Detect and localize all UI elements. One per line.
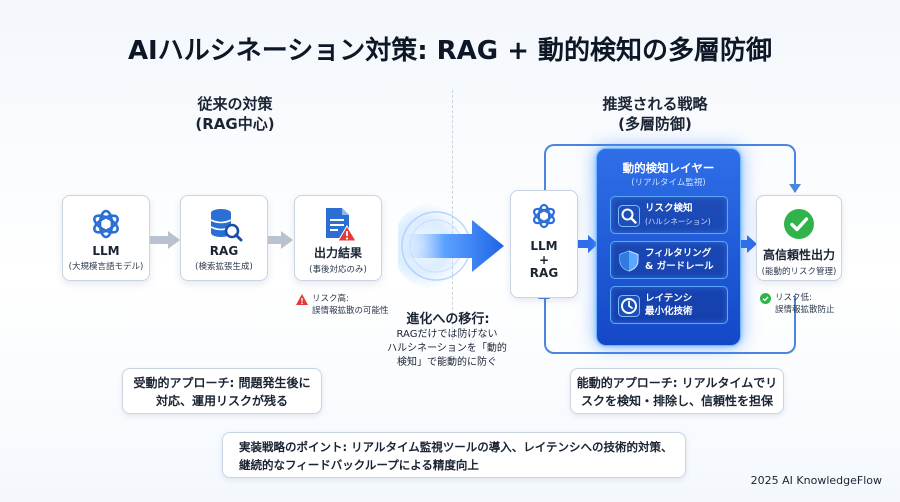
output-sub: (事後対応のみ): [309, 265, 367, 275]
feedback-loop-top: [544, 144, 796, 192]
llm-rag-line3: RAG: [529, 266, 559, 280]
page-title: AIハルシネーション対策: RAG + 動的検知の多層防御: [127, 36, 773, 66]
layer-item-filtering: フィルタリング & ガードレール: [610, 241, 728, 279]
layer-subtitle: (リアルタイム監視): [631, 178, 706, 188]
openai-icon: [532, 203, 556, 229]
reactive-note-line1: 受動的アプローチ: 問題発生後に: [133, 376, 311, 390]
left-section-title: 従来の対策 (RAG中心): [150, 94, 320, 134]
output-label: 出力結果: [313, 246, 362, 260]
risk-high-line1: リスク高:: [312, 294, 349, 304]
transition-arrow: [398, 202, 504, 290]
layer-title: 動的検知レイヤー: [622, 161, 715, 175]
risk-low: リスク低: 誤情報拡散防止: [760, 292, 860, 316]
search-icon: [618, 205, 640, 227]
feedback-loop-top-head: [789, 184, 801, 193]
arrow-llmrag-layer-head: [588, 235, 598, 253]
reactive-note-line2: 対応、運用リスクが残る: [155, 394, 288, 408]
risk-high-line2: 誤情報拡散の可能性: [312, 306, 389, 316]
left-section-title-line1: 従来の対策: [197, 95, 273, 113]
layer-item-latency: レイテンシ 最小化技術: [610, 286, 728, 324]
output-card: 出力結果 (事後対応のみ): [294, 195, 382, 281]
layer-item-label2: 最小化技術: [645, 306, 693, 317]
implementation-points: 実装戦略のポイント: リアルタイム監視ツールの導入、レイテンシへの技術的対策、 …: [222, 432, 686, 478]
openai-icon: [93, 209, 119, 239]
layer-item-label: リスク検知: [645, 203, 693, 214]
arrow-llmrag-layer: [578, 240, 592, 248]
warning-icon: [296, 294, 308, 305]
arrow-llm-rag: [150, 236, 170, 244]
rag-sub: (検索拡張生成): [195, 262, 253, 272]
layer-item-label: フィルタリング: [645, 248, 712, 259]
evolution-line1: RAGだけでは防げない: [396, 329, 498, 340]
left-section-title-line2: (RAG中心): [195, 115, 275, 133]
proactive-note-line1: 能動的アプローチ: リアルタイムでリ: [576, 376, 778, 390]
feedback-loop-bottom: [544, 296, 796, 354]
footer-line2: 継続的なフィードバックループによる精度向上: [239, 458, 479, 472]
right-section-title: 推奨される戦略 (多層防御): [570, 94, 740, 134]
proactive-approach-note: 能動的アプローチ: リアルタイムでリ スクを検知・排除し、信頼性を担保: [570, 368, 784, 414]
layer-item-risk-detection: リスク検知 (ハルシネーション): [610, 196, 728, 234]
risk-low-line1: リスク低:: [775, 293, 812, 303]
shield-icon: [619, 250, 639, 272]
check-circle-icon: [784, 209, 814, 239]
clock-icon: [618, 295, 640, 317]
reactive-approach-note: 受動的アプローチ: 問題発生後に 対応、運用リスクが残る: [122, 368, 322, 414]
layer-item-sub: (ハルシネーション): [645, 217, 711, 226]
llm-rag-line1: LLM: [530, 239, 558, 253]
risk-high: リスク高: 誤情報拡散の可能性: [296, 293, 396, 317]
llm-card: LLM (大規模言語モデル): [62, 195, 150, 281]
right-section-title-line2: (多層防御): [618, 115, 692, 133]
footer-line1: 実装戦略のポイント: リアルタイム監視ツールの導入、レイテンシへの技術的対策、: [239, 440, 673, 454]
final-output-card: 高信頼性出力 (能動的リスク管理): [756, 195, 842, 281]
document-warning-icon: [326, 208, 357, 242]
llm-sub: (大規模言語モデル): [68, 262, 144, 272]
right-section-title-line1: 推奨される戦略: [602, 95, 708, 113]
llm-rag-line2: +: [538, 253, 550, 267]
arrow-rag-output: [268, 236, 283, 244]
evolution-line2: ハルシネーションを「動的: [387, 343, 507, 354]
evolution-title: 進化への移行:: [406, 312, 490, 327]
final-output-label: 高信頼性出力: [762, 248, 835, 262]
arrow-layer-final-head: [747, 235, 757, 253]
layer-item-label2: & ガードレール: [645, 261, 714, 272]
evolution-text: RAGだけでは防げない ハルシネーションを「動的 検知」で能動的に防ぐ: [372, 328, 522, 370]
final-output-sub: (能動的リスク管理): [761, 267, 837, 277]
credit: 2025 AI KnowledgeFlow: [750, 474, 882, 487]
arrow-layer-final: [741, 240, 751, 248]
risk-low-line2: 誤情報拡散防止: [775, 305, 835, 315]
proactive-note-line2: スクを検知・排除し、信頼性を担保: [580, 394, 773, 408]
rag-card: RAG (検索拡張生成): [180, 195, 268, 281]
arrow-llm-rag-head: [168, 231, 180, 249]
layer-item-label: レイテンシ: [645, 293, 693, 304]
evolution-line3: 検知」で能動的に防ぐ: [397, 357, 497, 368]
rag-label: RAG: [209, 244, 239, 258]
database-search-icon: [210, 209, 243, 242]
check-icon: [760, 293, 771, 304]
llm-rag-card: LLM + RAG: [510, 190, 578, 298]
arrow-rag-output-head: [281, 231, 293, 249]
llm-label: LLM: [92, 244, 120, 258]
